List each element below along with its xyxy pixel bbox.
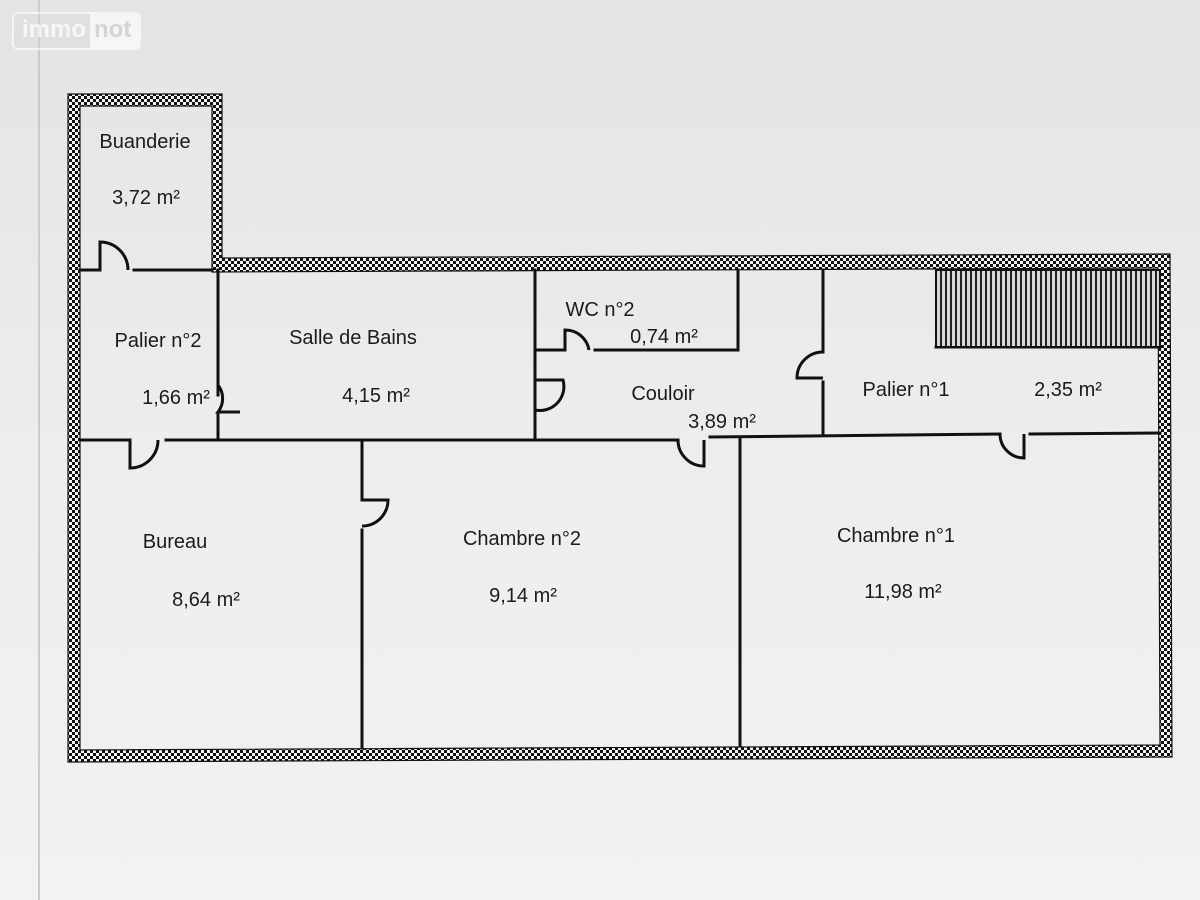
door-buanderie: [98, 240, 130, 271]
room-couloir: Couloir 3,89 m²: [631, 383, 756, 433]
exterior-walls: [67, 93, 1173, 763]
room-area: 4,15 m²: [342, 385, 410, 407]
room-area: 2,35 m²: [1034, 379, 1102, 401]
door-palier2-salle-de-bains: [214, 384, 240, 414]
room-name: Palier n°1: [863, 379, 950, 401]
room-palier-1: Palier n°1 2,35 m²: [863, 379, 1103, 401]
room-bureau: Bureau 8,64 m²: [143, 531, 240, 611]
room-chambre-2: Chambre n°2 9,14 m²: [463, 528, 581, 607]
wall-main-horizontal-c: [708, 432, 1002, 439]
room-palier-2: Palier n°2 1,66 m²: [115, 330, 211, 409]
door-palier1-couloir: [795, 350, 824, 380]
room-name: Couloir: [631, 383, 695, 405]
room-name: Salle de Bains: [289, 327, 417, 349]
immonot-watermark-logo: immo not: [12, 12, 142, 50]
room-area: 1,66 m²: [142, 387, 210, 409]
exterior-wall-outline: [67, 93, 1173, 763]
room-name: Chambre n°2: [463, 528, 581, 550]
door-bureau-chambre2: [361, 498, 390, 528]
room-salle-de-bains: Salle de Bains 4,15 m²: [289, 327, 417, 407]
paper-edge: [38, 0, 40, 900]
room-wc-2: WC n°2 0,74 m²: [565, 299, 698, 348]
room-area: 3,89 m²: [688, 411, 756, 433]
door-salle-de-bains-couloir: [534, 378, 566, 412]
room-area: 11,98 m²: [864, 581, 942, 603]
room-area: 3,72 m²: [112, 187, 180, 209]
door-chambre2-couloir: [676, 439, 706, 468]
room-name: Palier n°2: [115, 330, 202, 352]
watermark-left: immo: [14, 14, 91, 48]
room-area: 8,64 m²: [172, 589, 240, 611]
door-bureau: [128, 439, 160, 470]
room-name: Buanderie: [99, 131, 190, 153]
door-chambre1-palier1: [998, 433, 1026, 460]
watermark-right: not: [90, 14, 140, 48]
room-name: WC n°2: [565, 299, 634, 321]
room-name: Bureau: [143, 531, 208, 553]
wall-main-horizontal-d: [1028, 431, 1162, 436]
room-area: 0,74 m²: [630, 326, 698, 348]
door-swings: [98, 240, 1026, 528]
interior-walls: [78, 268, 1162, 750]
staircase: [935, 269, 1161, 348]
room-name: Chambre n°1: [837, 525, 955, 547]
room-buanderie: Buanderie 3,72 m²: [99, 131, 190, 209]
room-area: 9,14 m²: [489, 585, 557, 607]
room-chambre-1: Chambre n°1 11,98 m²: [837, 525, 955, 603]
door-wc: [563, 328, 591, 351]
